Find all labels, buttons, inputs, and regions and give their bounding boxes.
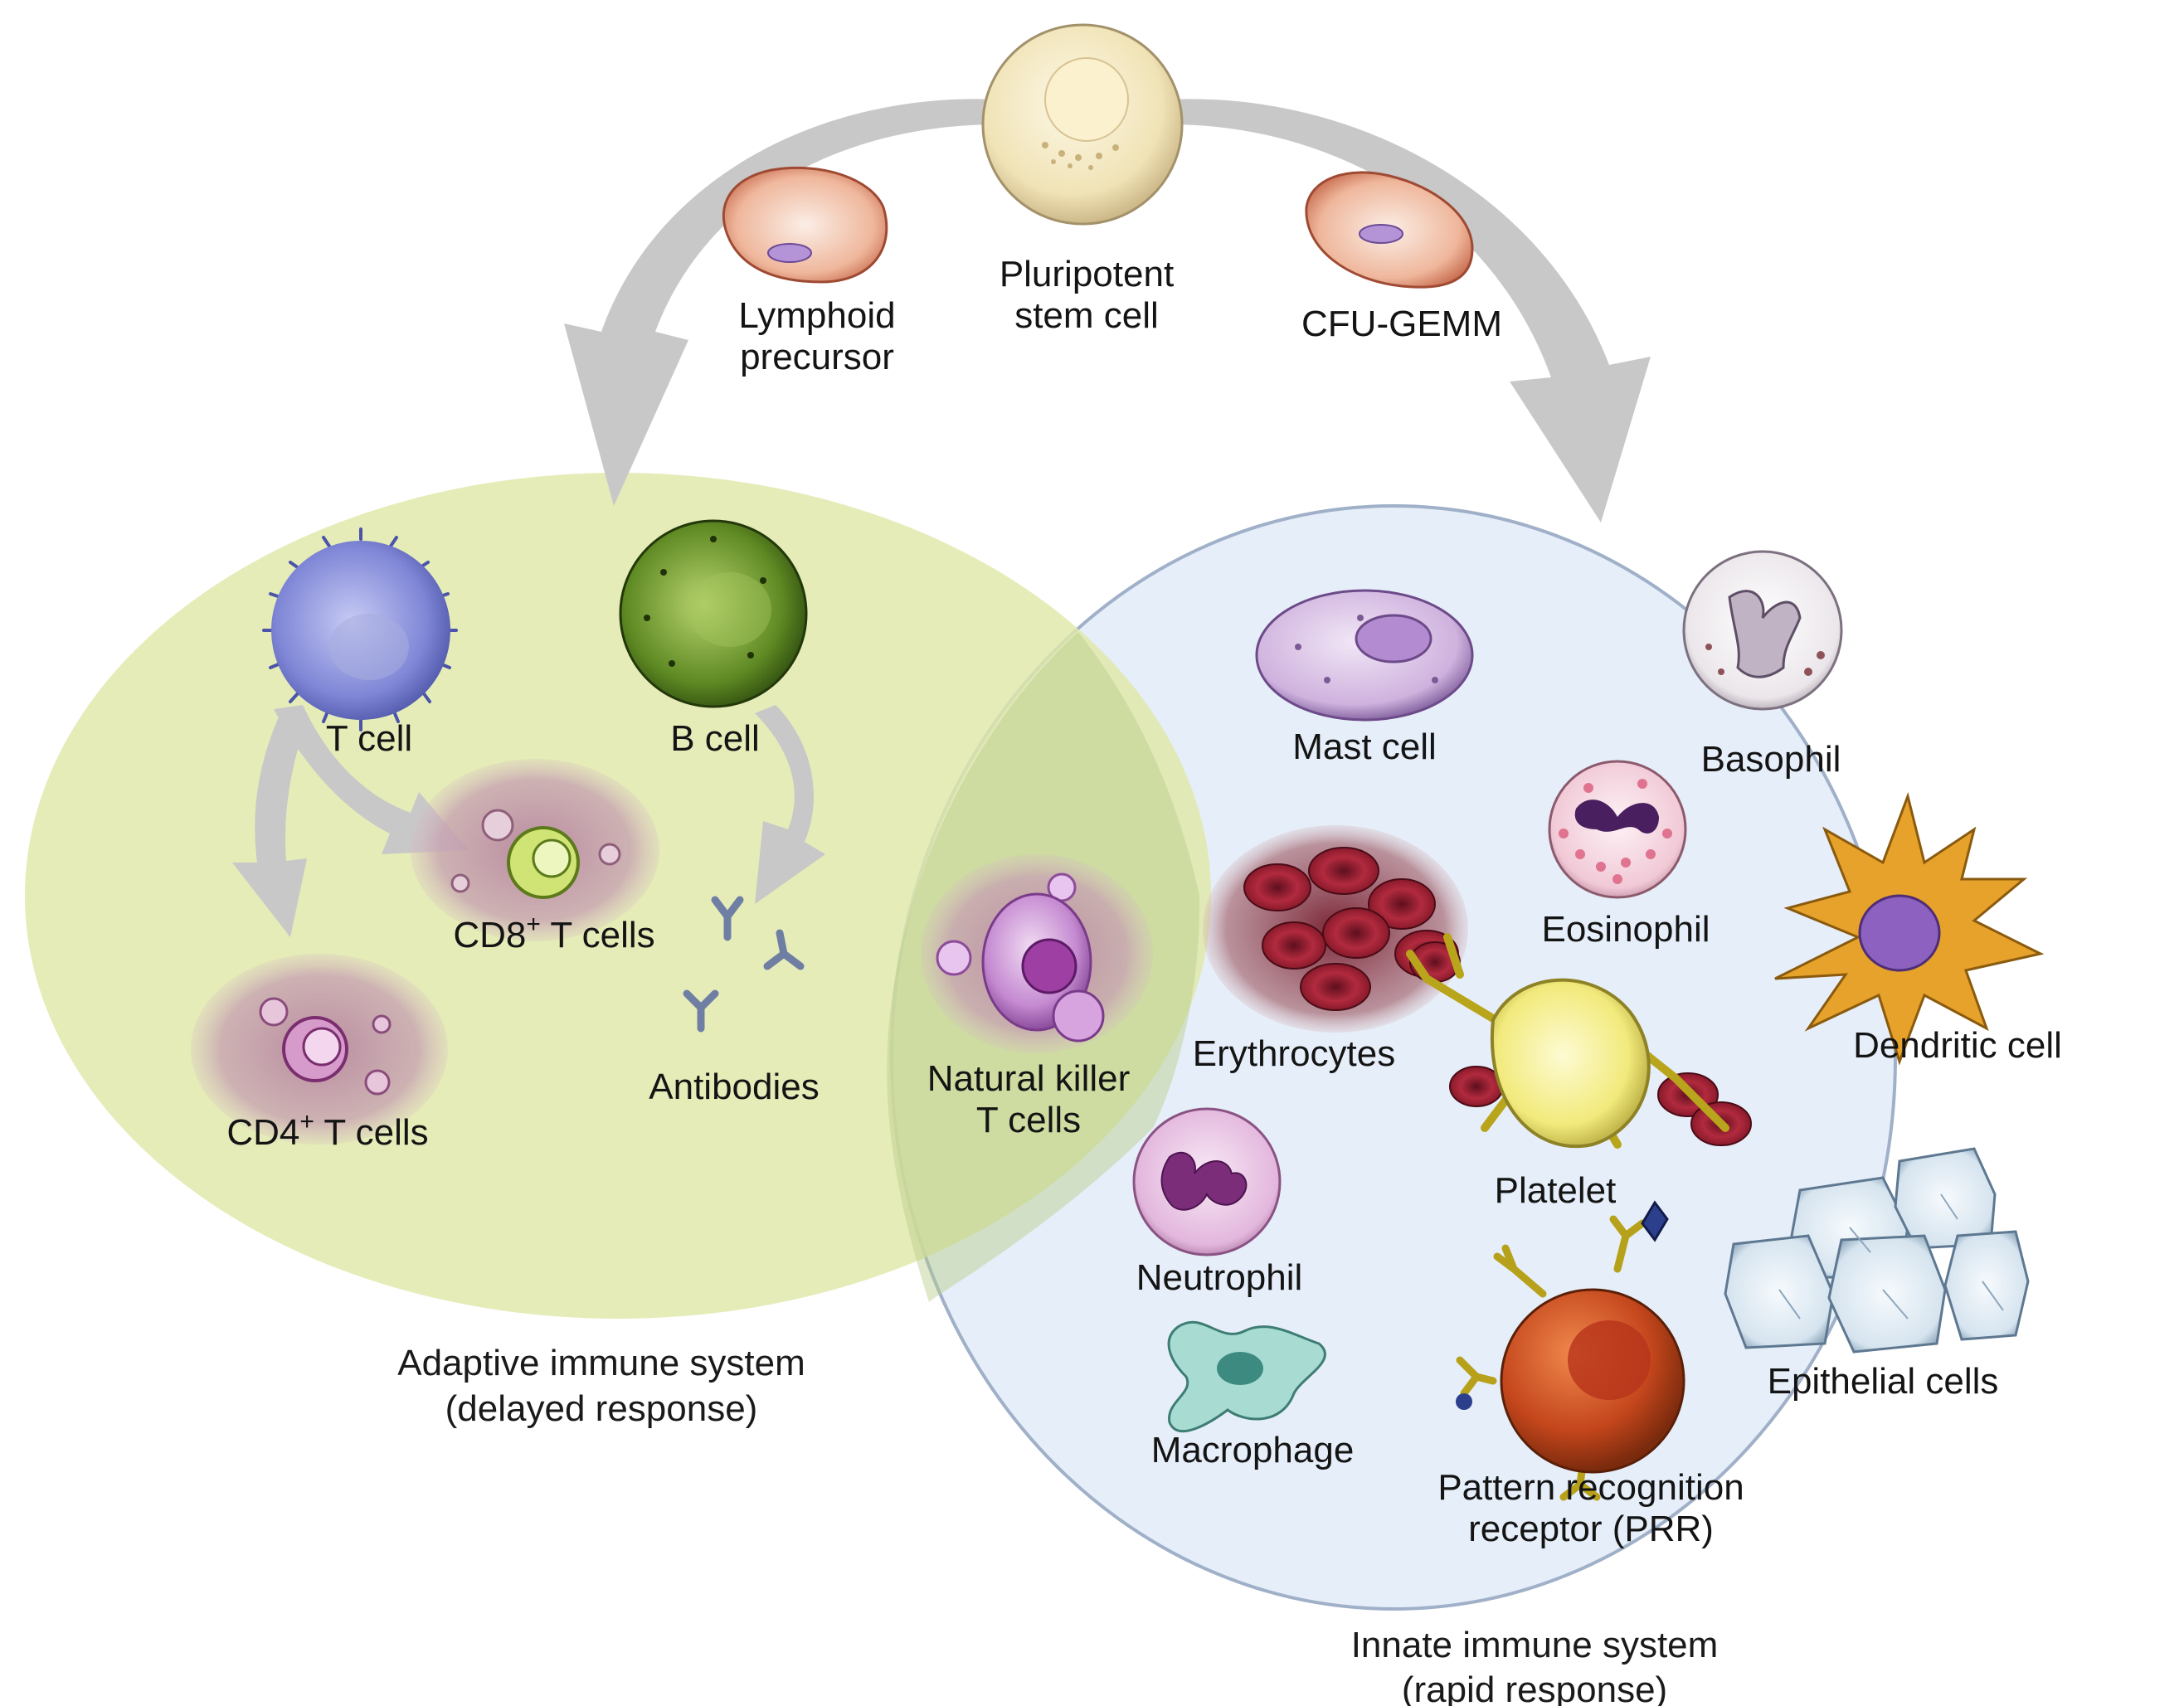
- caption-adaptive-line-1: Adaptive immune system: [397, 1343, 805, 1383]
- label-neutrophil: Neutrophil: [1136, 1257, 1303, 1298]
- label-stem-cell-line-1: Pluripotent: [1000, 254, 1174, 294]
- cd8-t-cells: [411, 759, 659, 941]
- neutrophil: [1132, 1107, 1282, 1256]
- dendritic-cell: [1774, 791, 2045, 1066]
- label-nk-line-1: Natural killer: [927, 1058, 1131, 1099]
- label-basophil: Basophil: [1701, 739, 1841, 780]
- label-epithelial-cells: Epithelial cells: [1768, 1361, 1999, 1402]
- caption-innate-line-1: Innate immune system: [1351, 1625, 1719, 1665]
- natural-killer-t-cells: [921, 854, 1153, 1053]
- caption-innate: Innate immune system (rapid response): [1351, 1625, 1719, 1706]
- label-lymphoid: Lymphoid precursor: [738, 295, 895, 377]
- cd4-t-cells: [191, 954, 448, 1145]
- label-prr-line-1: Pattern recognition: [1437, 1467, 1744, 1508]
- label-lymphoid-line-2: precursor: [740, 337, 894, 377]
- platelet: [1406, 933, 1752, 1149]
- label-erythrocytes: Erythrocytes: [1193, 1033, 1396, 1074]
- label-nk-t-cells: Natural killer T cells: [927, 1058, 1131, 1140]
- lymphoid-precursor-cell: [722, 166, 888, 284]
- caption-adaptive-line-2: (delayed response): [445, 1388, 758, 1429]
- b-cell-arrow: [755, 705, 825, 904]
- caption-adaptive: Adaptive immune system (delayed response…: [397, 1343, 805, 1429]
- label-stem-cell: Pluripotent stem cell: [1000, 254, 1174, 336]
- label-nk-line-2: T cells: [976, 1100, 1081, 1140]
- label-stem-cell-line-2: stem cell: [1014, 295, 1159, 336]
- erythrocytes: [1203, 825, 1468, 1033]
- label-cd4-t-cells: CD4+ T cells: [226, 1108, 428, 1153]
- label-macrophage: Macrophage: [1151, 1430, 1355, 1470]
- eosinophil: [1548, 760, 1687, 899]
- cfu-gemm-cell: [1305, 171, 1474, 289]
- label-b-cell: B cell: [670, 718, 760, 759]
- label-prr-line-2: receptor (PRR): [1468, 1509, 1714, 1549]
- label-antibodies: Antibodies: [649, 1067, 819, 1107]
- label-lymphoid-line-1: Lymphoid: [738, 295, 895, 336]
- epithelial-cells: [1724, 1147, 2030, 1354]
- label-mast-cell: Mast cell: [1292, 727, 1437, 767]
- macrophage: [1167, 1320, 1326, 1433]
- label-t-cell: T cell: [326, 718, 412, 759]
- caption-innate-line-2: (rapid response): [1402, 1670, 1667, 1706]
- label-eosinophil: Eosinophil: [1541, 909, 1710, 950]
- label-prr: Pattern recognition receptor (PRR): [1437, 1467, 1744, 1549]
- basophil: [1682, 550, 1843, 711]
- b-cell: [619, 519, 808, 708]
- mast-cell: [1255, 589, 1474, 722]
- pattern-recognition-receptor-cell: [1456, 1200, 1685, 1501]
- pluripotent-stem-cell: [981, 23, 1184, 226]
- label-cd8-t-cells: CD8+ T cells: [453, 911, 654, 955]
- t-cell: [262, 527, 458, 731]
- label-dendritic-cell: Dendritic cell: [1853, 1025, 2062, 1066]
- label-platelet: Platelet: [1495, 1170, 1617, 1211]
- antibodies: [683, 896, 805, 1033]
- label-cfu-gemm: CFU-GEMM: [1301, 304, 1502, 344]
